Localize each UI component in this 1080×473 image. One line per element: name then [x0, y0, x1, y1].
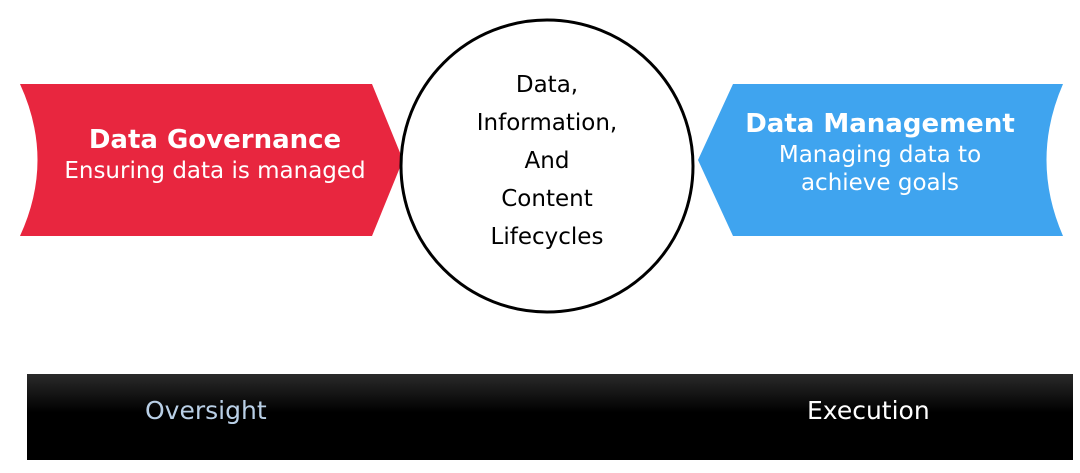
lifecycle-circle: [399, 18, 695, 314]
lifecycle-line: Lifecycles: [490, 224, 604, 250]
oversight-label: Oversight: [145, 396, 267, 425]
lifecycle-line: Data,: [515, 72, 579, 98]
management-subtitle-line: Managing data to: [778, 141, 982, 168]
governance-title: Data Governance: [88, 125, 342, 155]
governance-label: Data Governance Ensuring data is managed: [40, 124, 390, 185]
lifecycle-line: Information,: [476, 110, 618, 136]
governance-arrow-shape: [20, 84, 403, 236]
management-title: Data Management: [745, 109, 1015, 139]
lifecycle-label: Data, Information, And Content Lifecycle…: [437, 66, 657, 256]
lifecycle-line: And: [524, 148, 570, 174]
governance-subtitle: Ensuring data is managed: [64, 157, 366, 184]
oversight-execution-bar: Oversight Execution: [27, 374, 1073, 460]
lifecycle-line: Content: [501, 186, 593, 212]
management-subtitle-line: achieve goals: [800, 170, 960, 197]
execution-label: Execution: [807, 396, 930, 425]
management-arrow-shape: [698, 84, 1063, 236]
management-label: Data Management Managing data to achieve…: [730, 108, 1030, 198]
